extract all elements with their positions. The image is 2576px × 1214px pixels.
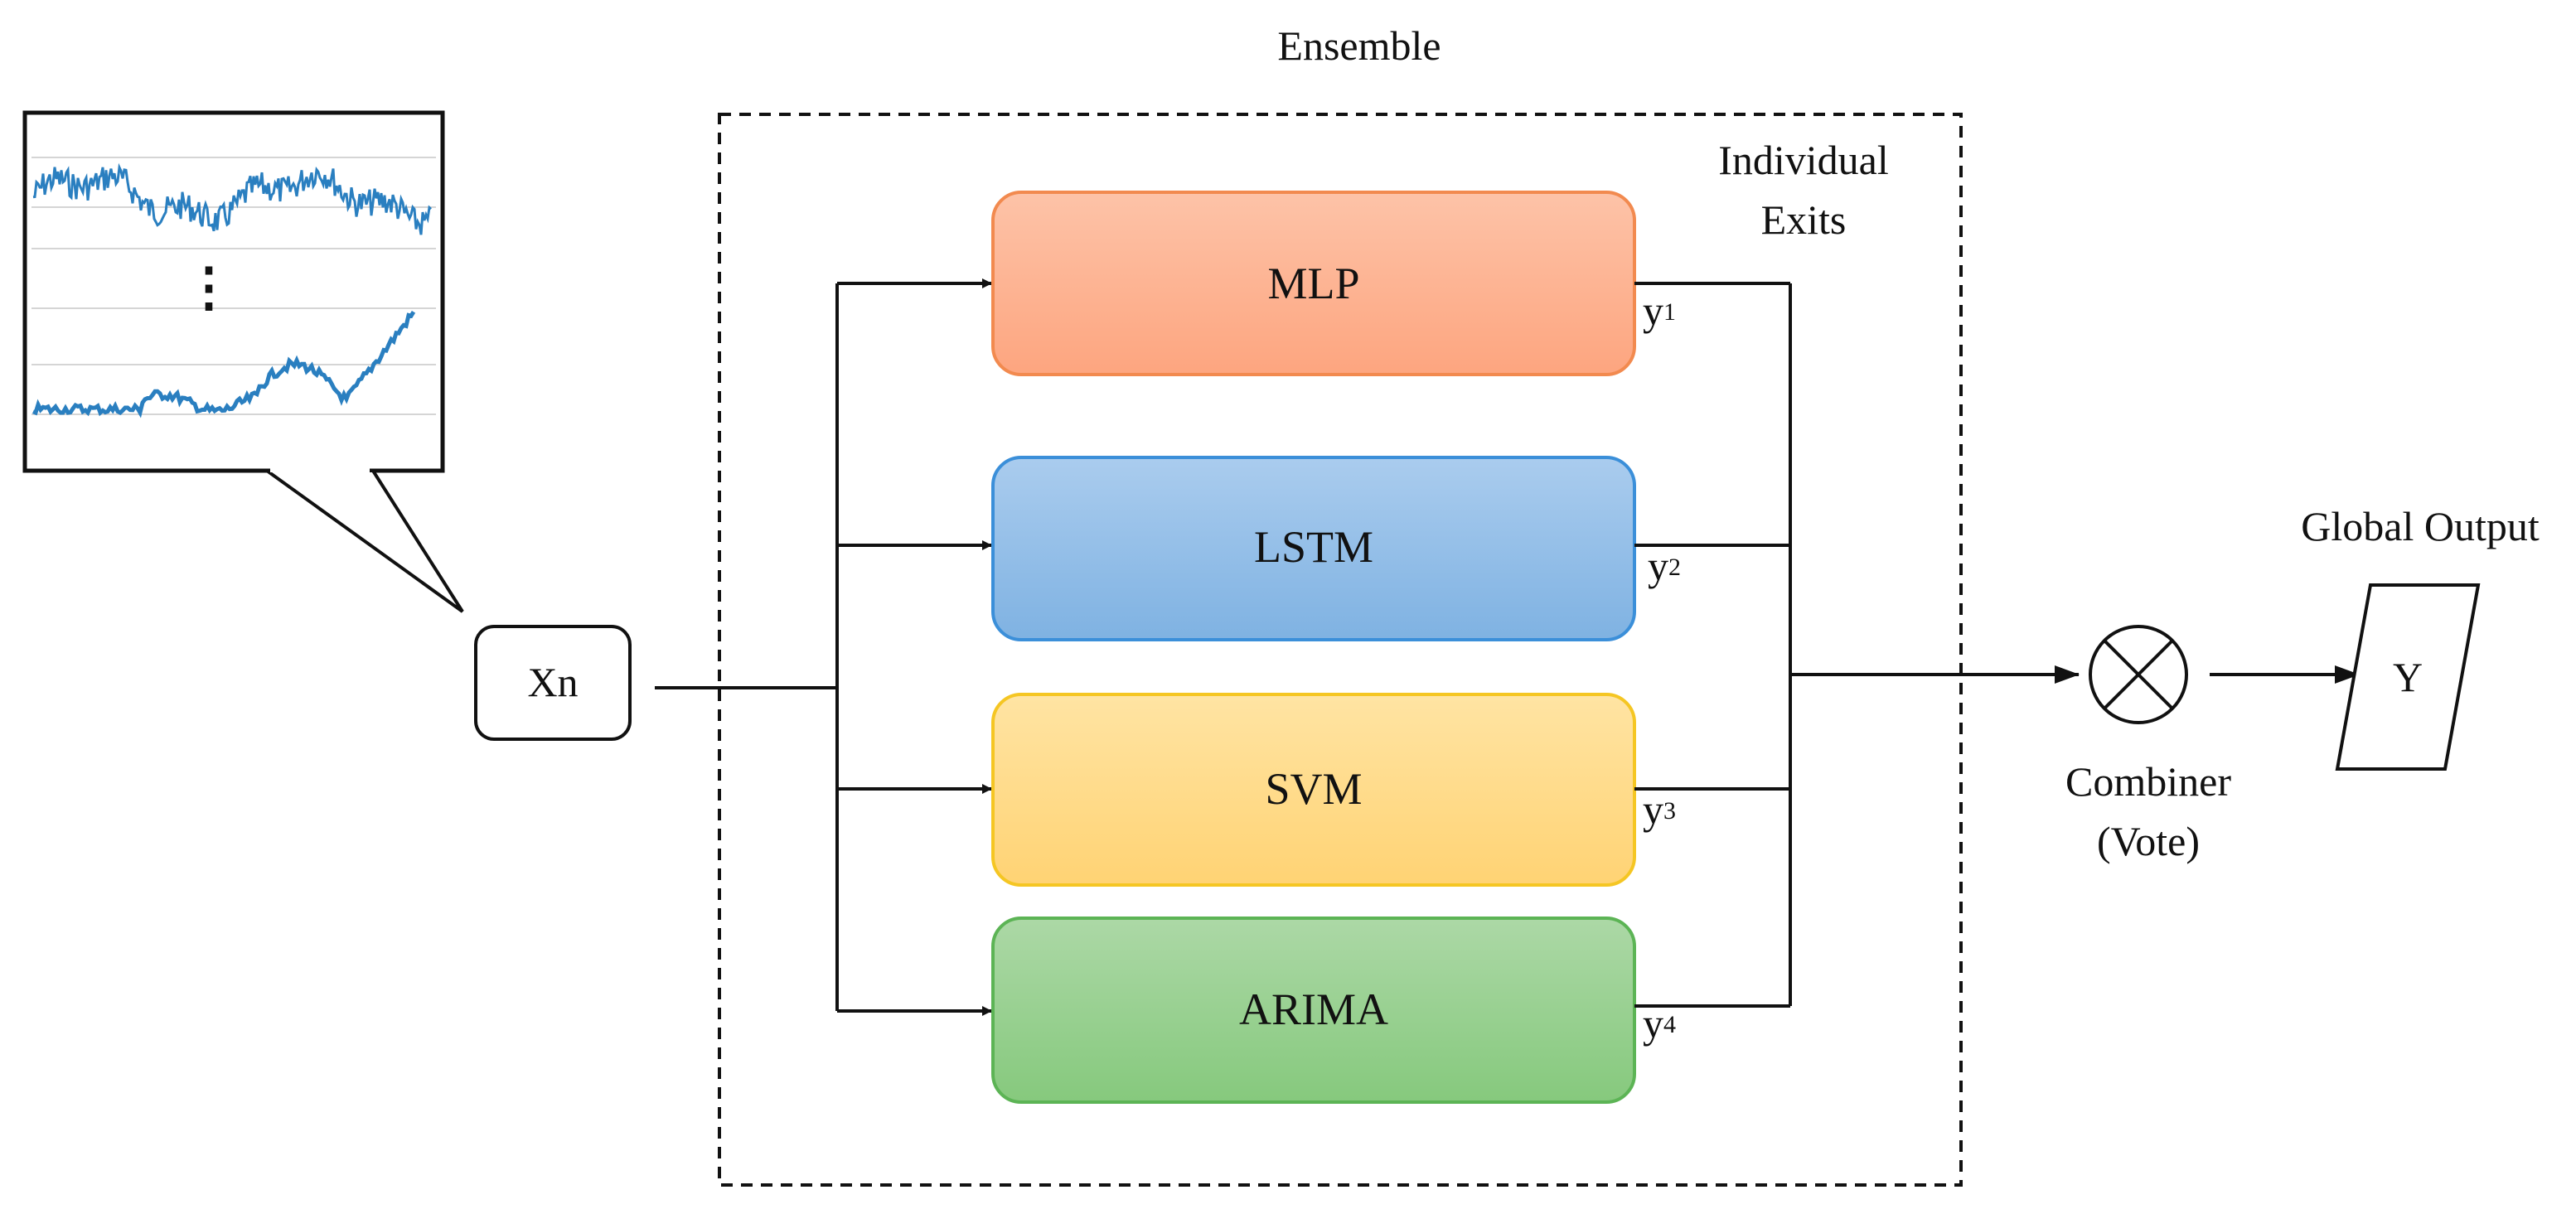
- individual-exits-label-line2: Exits: [1761, 196, 1847, 243]
- combiner-label-line1: Combiner: [2065, 758, 2231, 805]
- input-label: Xn: [527, 659, 578, 705]
- ensemble-boundary: [718, 113, 1963, 1187]
- model-arima: ARIMA: [991, 917, 1636, 1104]
- signal-bottom: [32, 310, 416, 418]
- model-svm: SVM: [991, 693, 1636, 887]
- model-label-svm: SVM: [1265, 764, 1362, 814]
- model-label-lstm: LSTM: [1254, 522, 1373, 572]
- model-label-mlp: MLP: [1267, 259, 1359, 308]
- individual-exits-label-line1: Individual: [1718, 137, 1889, 183]
- output-label-y3: y3: [1643, 786, 1676, 833]
- output-label-y4: y4: [1643, 1000, 1676, 1047]
- ensemble-title: Ensemble: [1277, 22, 1441, 69]
- model-lstm: LSTM: [991, 456, 1636, 641]
- timeseries-inset: ⋮: [22, 110, 445, 473]
- signal-top: [32, 162, 433, 235]
- global-output-title: Global Output: [2301, 503, 2540, 549]
- combiner-icon: [2089, 625, 2188, 724]
- output-label-y2: y2: [1648, 543, 1681, 589]
- model-label-arima: ARIMA: [1239, 984, 1388, 1034]
- input-node: [474, 625, 632, 741]
- model-mlp: MLP: [991, 191, 1636, 376]
- callout-pointer: [261, 469, 464, 613]
- inset-ellipsis: ⋮: [182, 258, 235, 317]
- combiner-label-line2: (Vote): [2097, 818, 2200, 864]
- output-label: Y: [2393, 654, 2423, 700]
- output-node: [2335, 583, 2481, 771]
- output-label-y1: y1: [1643, 288, 1676, 334]
